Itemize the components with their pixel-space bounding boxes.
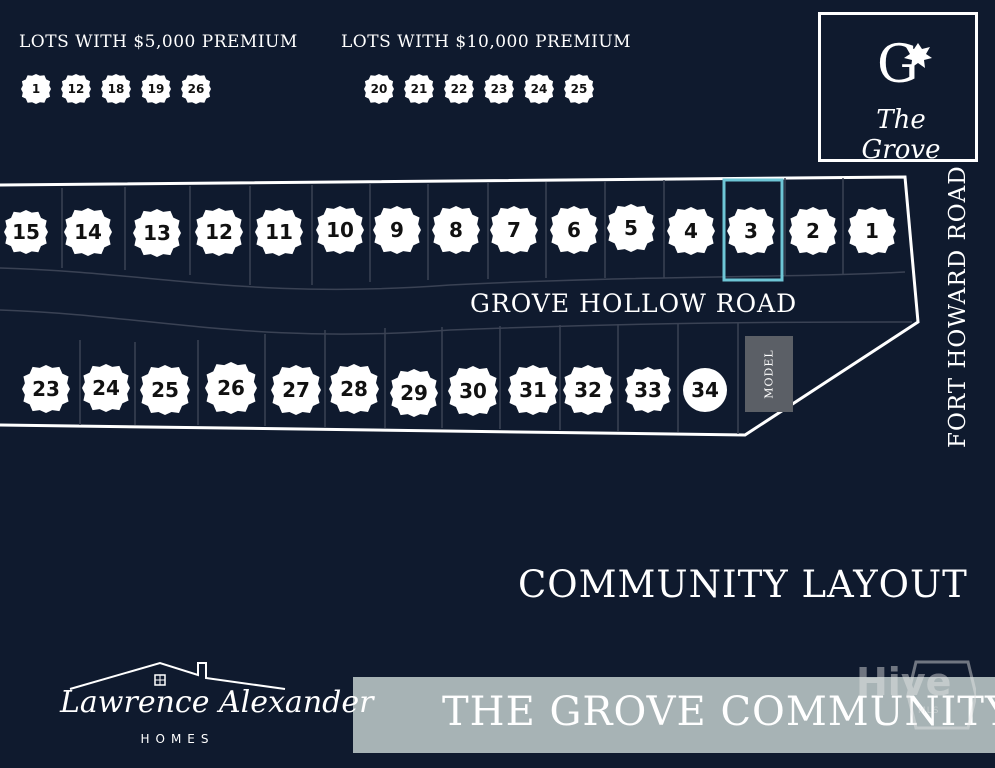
lot-marker[interactable]: 10 xyxy=(316,206,364,254)
builder-subtitle: HOMES xyxy=(140,732,215,746)
premium-lot-badge: 22 xyxy=(444,74,474,104)
lot-marker[interactable]: 5 xyxy=(607,204,655,252)
premium-lot-badge: 24 xyxy=(524,74,554,104)
road-edge xyxy=(0,309,913,335)
builder-name: Lawrence Alexander xyxy=(60,685,374,720)
mls-text: MLS xyxy=(918,706,940,716)
lot-marker[interactable]: 29 xyxy=(390,369,438,417)
premium-lot-badge: 19 xyxy=(141,74,171,104)
lot-marker[interactable]: 33 xyxy=(625,367,671,413)
lot-marker[interactable]: 24 xyxy=(82,364,130,412)
parcel-boundary xyxy=(0,175,920,437)
premium-lot-badge: 26 xyxy=(181,74,211,104)
lot-3-highlight xyxy=(722,178,784,282)
hive-text: Hive xyxy=(856,660,952,704)
lot-marker[interactable]: 8 xyxy=(432,206,480,254)
lot-marker[interactable]: 31 xyxy=(508,365,558,415)
premium-5000-lots: 1 12 18 19 26 xyxy=(21,74,211,104)
leaf-icon xyxy=(904,43,932,68)
house-roof-icon xyxy=(69,661,286,690)
model-label: MODEL xyxy=(762,349,776,399)
premium-5000-title: LOTS WITH $5,000 PREMIUM xyxy=(19,32,298,52)
lot-marker[interactable]: 9 xyxy=(373,206,421,254)
premium-lot-badge: 23 xyxy=(484,74,514,104)
lot-marker[interactable]: 28 xyxy=(329,364,379,414)
lot-marker[interactable]: 6 xyxy=(550,206,598,254)
community-layout-title: COMMUNITY LAYOUT xyxy=(518,563,968,606)
lot-marker[interactable]: 1 xyxy=(848,207,896,255)
lot-marker[interactable]: 23 xyxy=(22,365,70,413)
premium-lot-badge: 1 xyxy=(21,74,51,104)
grove-hollow-road-label: GROVE HOLLOW ROAD xyxy=(470,289,798,318)
the-grove-logo: G The Grove xyxy=(818,12,978,165)
fort-howard-road-label: FORT HOWARD ROAD xyxy=(945,165,971,448)
lot-marker[interactable]: 30 xyxy=(448,366,498,416)
lot-marker[interactable]: 3 xyxy=(727,207,775,255)
lot-marker[interactable]: 25 xyxy=(140,365,190,415)
premium-lot-badge: 21 xyxy=(404,74,434,104)
lot-marker[interactable]: 11 xyxy=(255,208,303,256)
logo-name: The Grove xyxy=(861,105,941,165)
lot-marker[interactable]: 15 xyxy=(4,210,48,254)
road-edge xyxy=(0,267,906,291)
community-banner: THE GROVE COMMUNITY xyxy=(353,677,995,753)
model-home[interactable]: MODEL xyxy=(745,336,793,412)
lot-marker[interactable]: 26 xyxy=(205,362,257,414)
lot-marker[interactable]: 14 xyxy=(64,208,112,256)
lot-marker[interactable]: 4 xyxy=(667,207,715,255)
builder-logo: Lawrence Alexander HOMES xyxy=(60,655,374,755)
lot-marker[interactable]: 12 xyxy=(195,208,243,256)
premium-lot-badge: 12 xyxy=(61,74,91,104)
lot-marker[interactable]: 2 xyxy=(789,207,837,255)
lot-marker[interactable]: 32 xyxy=(563,365,613,415)
premium-10000-lots: 20 21 22 23 24 25 xyxy=(364,74,594,104)
lot-marker[interactable]: 27 xyxy=(271,365,321,415)
community-banner-text: THE GROVE COMMUNITY xyxy=(442,689,995,735)
premium-lot-badge: 25 xyxy=(564,74,594,104)
premium-lot-badge: 20 xyxy=(364,74,394,104)
hexagon-icon xyxy=(906,660,976,730)
premium-lot-badge: 18 xyxy=(101,74,131,104)
hive-mls-watermark: Hive MLS xyxy=(856,660,976,730)
lot-marker[interactable]: 13 xyxy=(133,209,181,257)
premium-10000-title: LOTS WITH $10,000 PREMIUM xyxy=(341,32,632,52)
lot-marker[interactable]: 7 xyxy=(490,206,538,254)
lot-marker[interactable]: 34 xyxy=(683,368,727,412)
